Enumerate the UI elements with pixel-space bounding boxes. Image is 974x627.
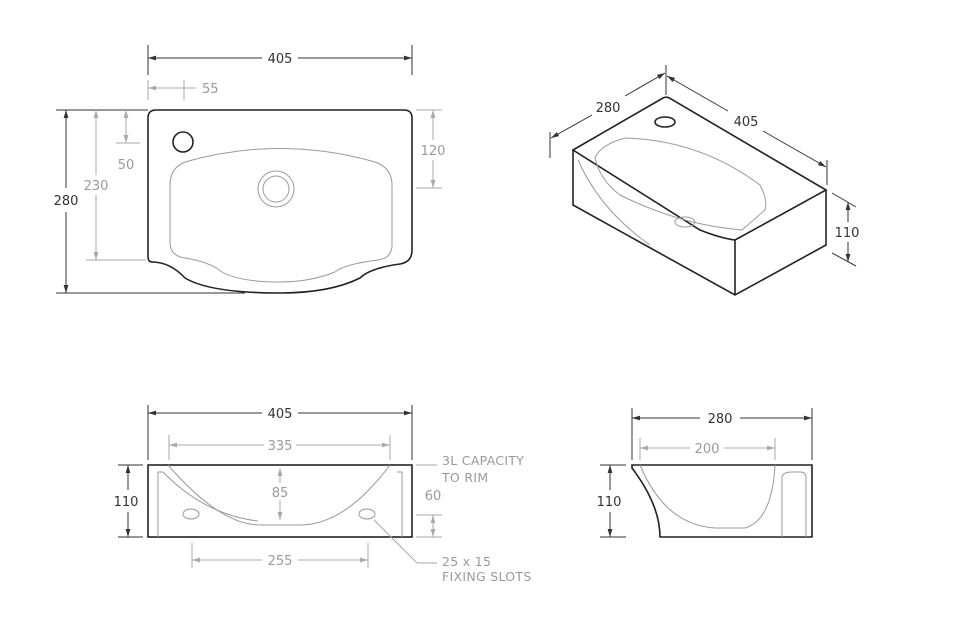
bowl-outline [169,148,393,283]
side-dim-height: 110 [597,495,622,510]
capacity-note-line2: TO RIM [441,470,488,485]
fixing-slot-left [182,508,200,520]
dim-bowl-depth: 230 [84,179,109,194]
top-view: 405 55 280 230 50 120 [54,45,446,294]
side-dim-depth: 280 [708,412,733,427]
front-dim-slot-height: 60 [425,489,442,504]
front-dim-width: 405 [268,407,293,422]
side-dim-bowl-depth: 200 [695,442,720,457]
tap-hole-icon [172,131,194,153]
isometric-view: 280 405 110 [549,65,860,296]
capacity-note-line1: 3L CAPACITY [442,453,524,468]
front-view: 405 335 110 85 3L CAPACITY TO RIM 60 255… [114,405,532,584]
front-dim-bowl-width: 335 [268,439,293,454]
front-dim-bowl-depth: 85 [272,486,289,501]
front-dim-slot-spacing: 255 [268,554,293,569]
dim-tap-offset: 55 [202,82,219,97]
slots-note-line2: FIXING SLOTS [442,569,532,584]
iso-tap-hole-icon [654,116,676,128]
dim-tap-from-back: 50 [118,158,135,173]
dim-right-edge: 120 [421,144,446,159]
fixing-slot-right [358,508,376,520]
slots-note-line1: 25 x 15 [442,554,491,569]
iso-dim-height: 110 [835,226,860,241]
iso-dim-depth: 280 [596,101,621,116]
basin-outline [147,109,413,294]
side-view: 280 200 110 [597,408,813,538]
iso-drain-icon [674,216,696,228]
drain-icon [257,170,295,208]
dim-depth: 280 [54,194,79,209]
front-dim-height: 110 [114,495,139,510]
iso-dim-width: 405 [734,115,759,130]
dim-width: 405 [268,52,293,67]
